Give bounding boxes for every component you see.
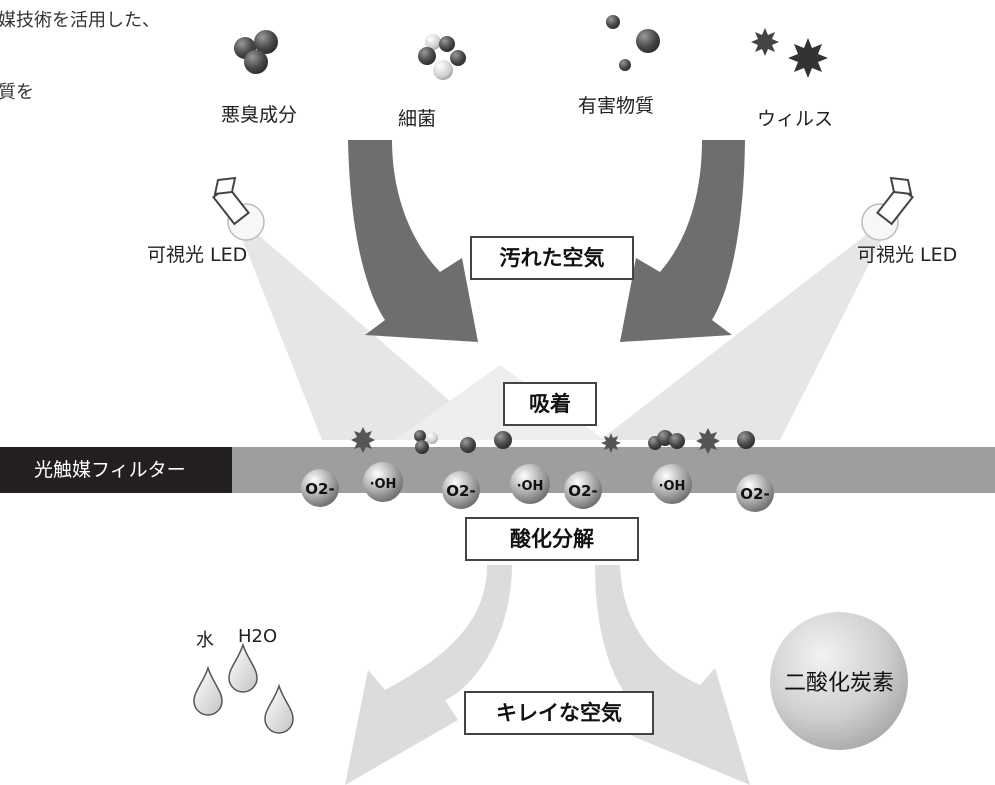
filter-label: 光触媒フィルター	[0, 447, 232, 493]
left-led-icon	[212, 176, 265, 241]
co2-label: 二酸化炭素	[783, 671, 894, 696]
co2-sphere	[770, 612, 908, 750]
water-drop-icon	[228, 642, 258, 693]
virus-icon	[751, 28, 828, 78]
superoxide-radical-1: O2-	[301, 469, 339, 507]
right-led-label: 可視光 LED	[857, 244, 958, 266]
adsorption-box: 吸着	[503, 382, 597, 426]
superoxide-radical-4: O2-	[736, 474, 774, 512]
adsorbed-particles	[351, 427, 755, 454]
harmful-substance-label: 有害物質	[578, 95, 655, 117]
left-light-beam	[232, 213, 495, 440]
right-led-icon	[861, 176, 914, 241]
superoxide-label: O2-	[568, 482, 597, 500]
photocatalyst-filter-bar	[232, 447, 995, 493]
right-clean-air-arrow	[595, 565, 750, 785]
hydroxyl-radical-1: ·OH	[363, 462, 403, 502]
hydroxyl-radical-2: ·OH	[510, 464, 550, 504]
harmful-substance-icon	[606, 15, 660, 71]
superoxide-label: O2-	[740, 485, 769, 503]
superoxide-radical-3: O2-	[564, 471, 602, 509]
water-drops	[193, 642, 294, 734]
right-dirty-air-arrow	[620, 140, 745, 342]
dirty-air-box: 汚れた空気	[470, 236, 634, 280]
left-dirty-air-arrow	[348, 140, 478, 342]
hydroxyl-label: ·OH	[517, 479, 544, 494]
water-formula: H2O	[238, 626, 277, 647]
left-led-label: 可視光 LED	[147, 244, 248, 266]
water-label: 水	[196, 630, 214, 651]
hydroxyl-radical-3: ·OH	[652, 464, 692, 504]
superoxide-radical-2: O2-	[442, 471, 480, 509]
left-clean-air-arrow	[345, 565, 512, 785]
water-drop-icon	[193, 665, 223, 716]
intro-line-2: 質を	[0, 82, 34, 103]
right-light-beam	[600, 213, 895, 440]
clean-air-box: キレイな空気	[464, 691, 654, 735]
bacteria-icon	[418, 34, 466, 80]
virus-label: ウィルス	[757, 108, 834, 130]
hydroxyl-label: ·OH	[370, 477, 397, 492]
hydroxyl-label: ·OH	[659, 479, 686, 494]
odor-label: 悪臭成分	[221, 104, 298, 126]
intro-line-1: 媒技術を活用した、	[0, 10, 160, 31]
odor-molecule-icon	[234, 30, 278, 74]
water-drop-icon	[264, 683, 294, 734]
superoxide-label: O2-	[446, 482, 475, 500]
superoxide-label: O2-	[305, 480, 334, 498]
water-formula-text: H2O	[238, 626, 278, 647]
bacteria-label: 細菌	[398, 108, 437, 130]
decomposition-box: 酸化分解	[465, 517, 639, 561]
